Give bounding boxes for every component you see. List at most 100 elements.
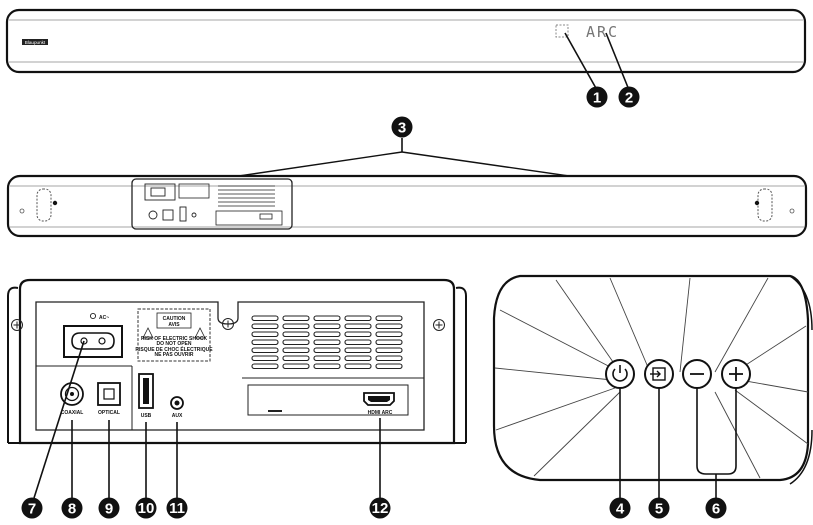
callout-10: 10 — [135, 497, 157, 519]
aux-port: AUX — [170, 396, 184, 419]
volume-up-button[interactable] — [721, 359, 751, 389]
vent-slot — [313, 331, 341, 338]
screw-icon — [222, 318, 234, 330]
vent-grille — [251, 315, 403, 370]
display-text: ARC — [586, 23, 619, 41]
power-button[interactable] — [605, 359, 635, 389]
vent-slot — [282, 339, 310, 346]
vent-slot — [251, 363, 279, 370]
vent-slot — [282, 323, 310, 330]
svg-text:11: 11 — [169, 500, 185, 517]
svg-text:9: 9 — [105, 501, 113, 518]
callout-9: 9 — [98, 497, 120, 519]
svg-text:RISK OF ELECTRIC SHOCK: RISK OF ELECTRIC SHOCK — [141, 336, 208, 342]
vent-slot — [251, 331, 279, 338]
svg-text:2: 2 — [625, 90, 633, 107]
usb-port: USB — [138, 373, 154, 419]
vent-slot — [251, 347, 279, 354]
vent-slot — [375, 363, 403, 370]
vent-slot — [375, 315, 403, 322]
screw-icon — [433, 319, 445, 331]
wall-mount-slot-right — [757, 188, 773, 222]
vent-slot — [344, 323, 372, 330]
svg-text:CAUTION: CAUTION — [163, 316, 186, 322]
hdmi-label: HDMI ARC — [368, 410, 393, 416]
aux-label: AUX — [172, 413, 183, 419]
vent-slot — [344, 339, 372, 346]
svg-text:8: 8 — [68, 501, 76, 518]
svg-text:RISQUE DE CHOC ÉLECTRIQUE: RISQUE DE CHOC ÉLECTRIQUE — [135, 345, 213, 353]
vent-slot — [313, 363, 341, 370]
vent-slot — [282, 347, 310, 354]
source-input-icon — [650, 367, 666, 381]
svg-text:6: 6 — [712, 501, 720, 518]
vent-slot — [251, 355, 279, 362]
rear-body — [6, 174, 808, 238]
source-button[interactable] — [644, 359, 674, 389]
caution-label: CAUTION AVIS RISK OF ELECTRIC SHOCK DO N… — [135, 308, 213, 362]
vent-slot — [375, 347, 403, 354]
vent-slot — [313, 339, 341, 346]
svg-text:NE PAS OUVRIR: NE PAS OUVRIR — [154, 352, 193, 358]
usb-label: USB — [141, 413, 152, 419]
svg-text:12: 12 — [372, 500, 389, 517]
vent-slot — [313, 355, 341, 362]
callout-2: 2 — [618, 86, 640, 108]
optical-port: OPTICAL — [97, 382, 121, 416]
rear-view — [6, 174, 808, 238]
vent-slot — [282, 355, 310, 362]
front-body — [5, 8, 807, 74]
callout-3: 3 — [391, 116, 413, 138]
vent-slot — [313, 323, 341, 330]
volume-down-button[interactable] — [682, 359, 712, 389]
brand-logo — [22, 39, 48, 45]
vent-slot — [344, 331, 372, 338]
wall-mount-slot-left — [36, 188, 52, 222]
svg-text:10: 10 — [138, 500, 155, 517]
coaxial-port: COAXIAL — [60, 382, 84, 416]
vent-slot — [375, 323, 403, 330]
coaxial-label: COAXIAL — [61, 410, 84, 416]
callout-5: 5 — [648, 497, 670, 519]
vent-slot — [344, 347, 372, 354]
svg-text:DO NOT OPEN: DO NOT OPEN — [156, 341, 191, 347]
top-control-panel — [492, 274, 813, 485]
svg-text:4: 4 — [616, 501, 625, 518]
callout-12: 12 — [369, 497, 391, 519]
power-icon — [612, 365, 628, 382]
callout-6: 6 — [705, 497, 727, 519]
vent-slot — [344, 355, 372, 362]
svg-text:7: 7 — [28, 501, 36, 518]
optical-label: OPTICAL — [98, 410, 120, 416]
rear-connector-panel — [131, 178, 293, 230]
svg-text:1: 1 — [593, 90, 601, 107]
vent-slot — [282, 331, 310, 338]
ac-power-input: AC~ — [63, 312, 123, 358]
front-view: Blaupunkt ARC — [5, 8, 807, 74]
vent-slot — [344, 315, 372, 322]
indicator-light — [555, 24, 569, 38]
vent-slot — [313, 315, 341, 322]
vent-slot — [251, 323, 279, 330]
callout-7: 7 — [21, 497, 43, 519]
vent-slot — [251, 339, 279, 346]
callout-8: 8 — [61, 497, 83, 519]
svg-text:5: 5 — [655, 501, 663, 518]
vent-slot — [375, 355, 403, 362]
callout-11: 11 — [166, 497, 188, 519]
connector-closeup: AC~ CAUTION AVIS RISK OF ELECTRIC SHOCK … — [7, 278, 467, 445]
vent-slot — [282, 315, 310, 322]
vent-slot — [251, 315, 279, 322]
screw-icon — [11, 319, 23, 331]
callout-1: 1 — [586, 86, 608, 108]
plus-icon — [729, 367, 743, 381]
ac-label: AC~ — [99, 315, 109, 321]
svg-text:AVIS: AVIS — [168, 322, 180, 328]
vent-slot — [282, 363, 310, 370]
vent-slot — [375, 339, 403, 346]
closeup-body — [18, 278, 456, 445]
brand-logo-text: Blaupunkt — [25, 40, 46, 45]
vent-slot — [344, 363, 372, 370]
vent-slot — [375, 331, 403, 338]
